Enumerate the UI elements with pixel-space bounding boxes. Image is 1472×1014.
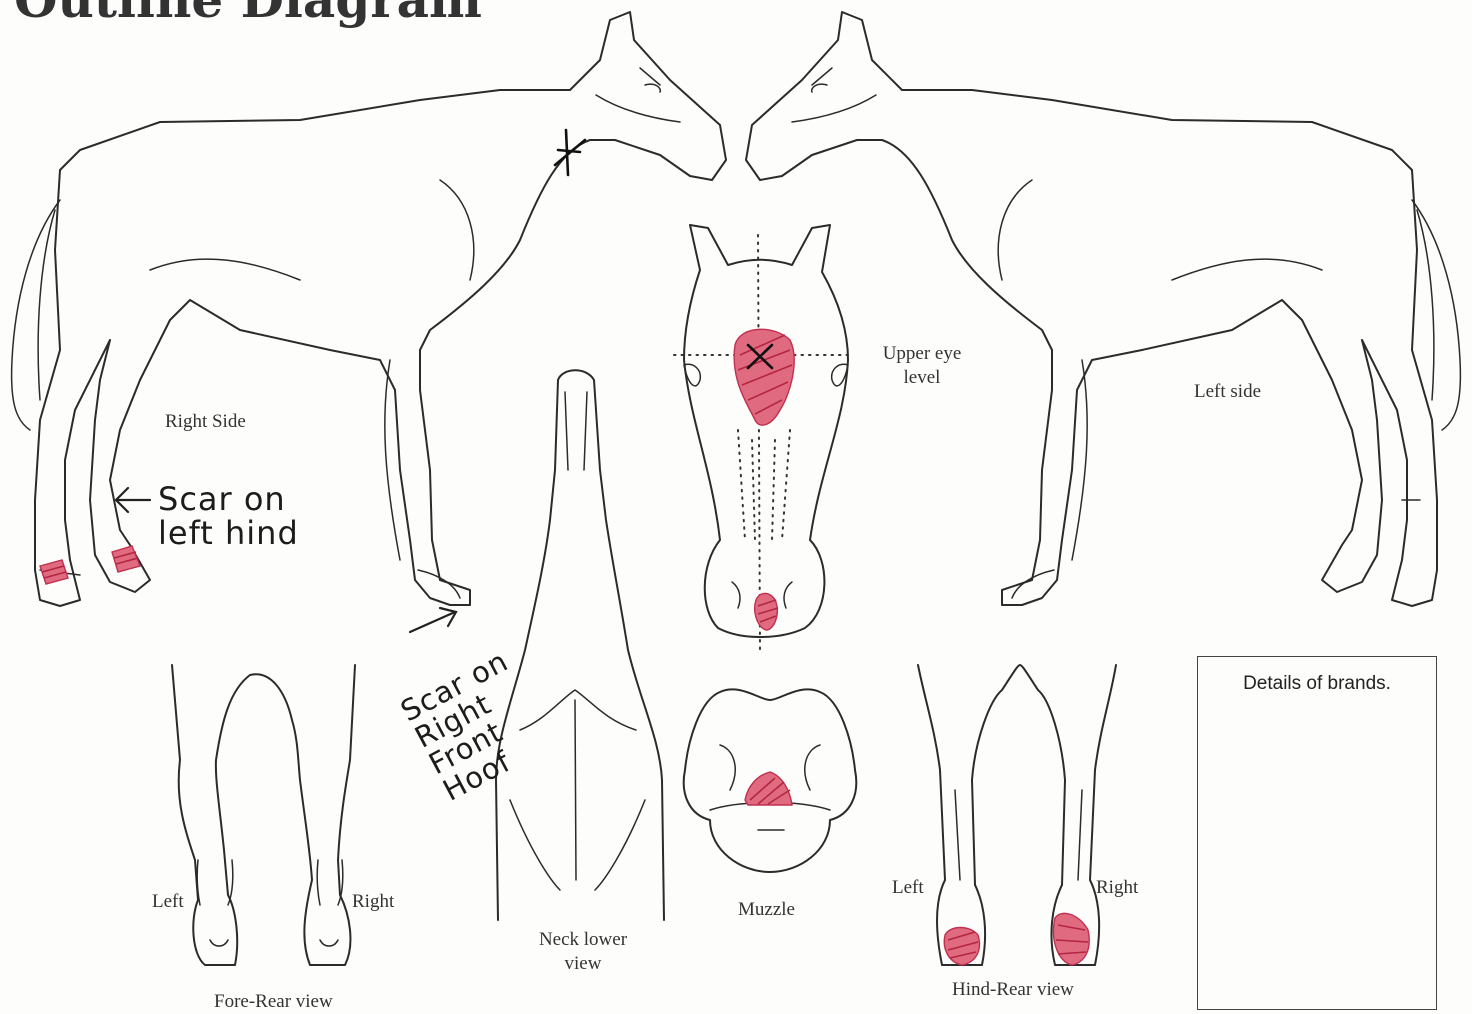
arrow-right-front-note <box>410 608 456 632</box>
head-front-outline <box>674 225 848 650</box>
note-line: Scar on <box>158 482 299 516</box>
muzzle-outline <box>684 689 857 872</box>
right-side-horse-outline <box>12 12 726 606</box>
hind-rear-view-outline <box>918 665 1116 965</box>
label-upper-eye-level: Upper eye level <box>872 342 972 390</box>
label-hind-right: Right <box>1096 876 1138 900</box>
label-muzzle: Muzzle <box>738 898 795 922</box>
scar-hind-right <box>1054 913 1090 965</box>
label-neck-lower-view: Neck lower view <box>528 928 638 976</box>
scar-muzzle <box>745 772 792 805</box>
label-hind-left: Left <box>892 876 924 900</box>
fore-rear-view-outline <box>172 665 355 965</box>
mark-x-neck <box>555 130 585 175</box>
label-right-side: Right Side <box>165 410 246 434</box>
brands-box-label: Details of brands. <box>1198 673 1436 695</box>
label-hind-rear-view: Hind-Rear view <box>952 978 1074 1002</box>
arrow-left-hind-note <box>116 488 150 512</box>
left-side-horse-outline <box>746 12 1460 606</box>
brands-details-box: Details of brands. <box>1197 656 1437 1010</box>
label-fore-rear-view: Fore-Rear view <box>214 990 333 1014</box>
neck-lower-view-outline <box>496 370 664 920</box>
label-fore-right: Right <box>352 890 394 914</box>
label-fore-left: Left <box>152 890 184 914</box>
note-scar-left-hind: Scar on left hind <box>158 482 299 550</box>
label-left-side: Left side <box>1194 380 1261 404</box>
note-line: left hind <box>158 516 299 550</box>
